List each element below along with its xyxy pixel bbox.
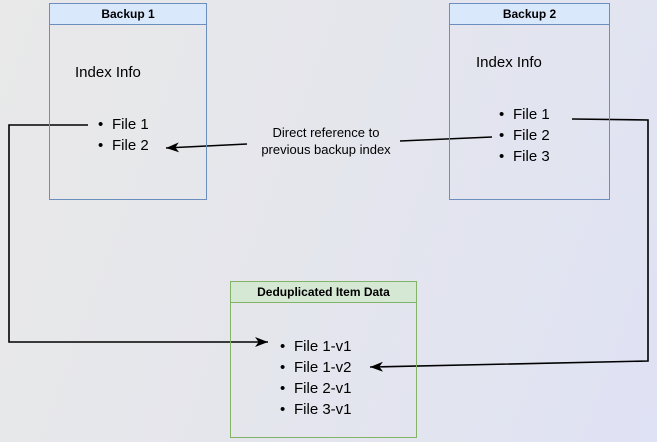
dedup-file-list: File 1-v1 File 1-v2 File 2-v1 File 3-v1	[280, 336, 352, 420]
list-item: File 1-v1	[280, 336, 352, 357]
backup2-header: Backup 2	[450, 4, 609, 25]
backup2-index-info-label: Index Info	[476, 54, 542, 71]
list-item: File 3-v1	[280, 399, 352, 420]
list-item: File 1-v2	[280, 357, 352, 378]
list-item: File 1	[98, 114, 149, 135]
backup1-index-info-label: Index Info	[75, 64, 141, 81]
dedup-header: Deduplicated Item Data	[231, 282, 416, 303]
backup1-title: Backup 1	[101, 7, 155, 21]
backup2-title: Backup 2	[502, 7, 557, 21]
backup2-box: Backup 2 Index Info File 1 File 2 File 3	[449, 3, 610, 200]
list-item: File 1	[499, 104, 550, 125]
backup1-box: Backup 1 Index Info File 1 File 2	[49, 3, 207, 200]
backup2-file-list: File 1 File 2 File 3	[499, 104, 550, 167]
direct-reference-edge-label: Direct reference to previous backup inde…	[261, 125, 391, 157]
backup1-file-list: File 1 File 2	[98, 114, 149, 156]
list-item: File 2-v1	[280, 378, 352, 399]
backup1-header: Backup 1	[50, 4, 206, 25]
list-item: File 3	[499, 146, 550, 167]
list-item: File 2	[499, 125, 550, 146]
deduplicated-item-data-box: Deduplicated Item Data File 1-v1 File 1-…	[230, 281, 417, 438]
dedup-title: Deduplicated Item Data	[257, 285, 390, 299]
list-item: File 2	[98, 135, 149, 156]
